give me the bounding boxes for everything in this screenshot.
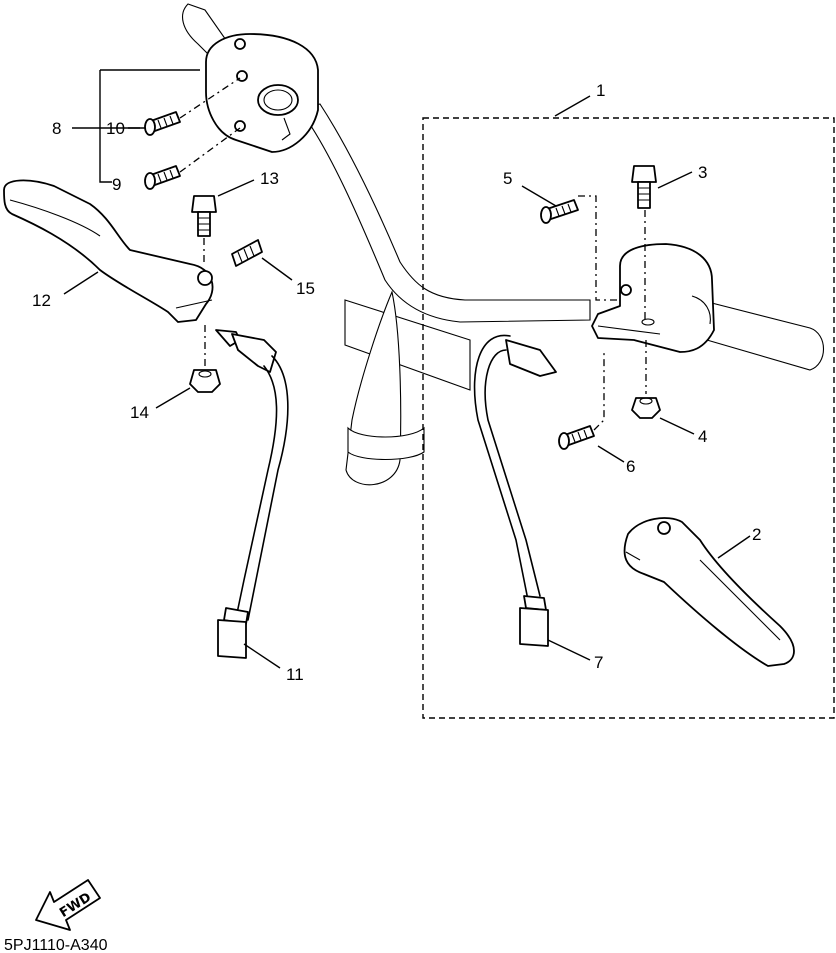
callout-11: 11 — [286, 665, 304, 684]
callout-7: 7 — [594, 653, 603, 672]
callout-14: 14 — [130, 403, 149, 422]
screw-6 — [558, 425, 595, 450]
callout-10: 10 — [106, 119, 125, 138]
callout-labels: 1 2 3 4 5 6 7 8 9 10 11 12 13 14 15 — [32, 81, 761, 684]
kit-boundary-box — [422, 117, 835, 719]
callout-12: 12 — [32, 291, 51, 310]
right-switch-cable — [473, 334, 557, 647]
left-switch-cable — [215, 329, 289, 659]
callout-3: 3 — [698, 163, 707, 182]
callout-15: 15 — [296, 279, 315, 298]
bolt-3 — [631, 165, 657, 209]
callout-2: 2 — [752, 525, 761, 544]
callout-8: 8 — [52, 119, 61, 138]
handlebar-outline — [182, 3, 824, 486]
screw-10 — [144, 111, 181, 136]
leader-lines — [63, 69, 751, 669]
screw-9 — [144, 165, 181, 190]
callout-5: 5 — [503, 169, 512, 188]
bolt-13 — [191, 195, 217, 237]
callout-4: 4 — [698, 427, 707, 446]
callout-9: 9 — [112, 175, 121, 194]
callout-1: 1 — [596, 81, 605, 100]
diagram-code: 5PJ1110-A340 — [4, 937, 108, 953]
right-master-cylinder — [591, 243, 715, 353]
callout-6: 6 — [626, 457, 635, 476]
nut-4 — [631, 397, 661, 419]
right-lever — [623, 517, 795, 667]
left-lever — [3, 179, 214, 323]
callout-13: 13 — [260, 169, 279, 188]
spring-15 — [231, 239, 263, 267]
screw-5 — [540, 199, 579, 224]
left-handlebar-switch — [205, 33, 319, 153]
forward-direction-arrow: FWD — [35, 879, 101, 931]
nut-14 — [189, 369, 221, 393]
